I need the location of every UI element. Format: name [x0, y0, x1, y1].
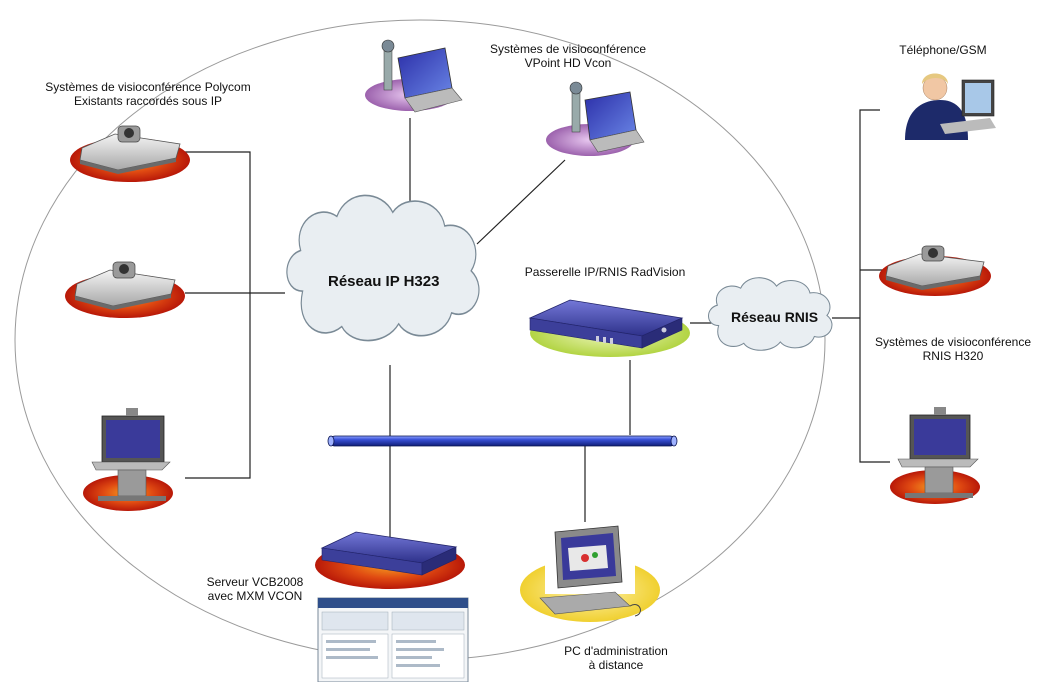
isdn-systems-label-line1: Systèmes de visioconférence: [874, 335, 1032, 349]
ip-network-label: Réseau IP H323: [328, 273, 440, 290]
server-label-line2: avec MXM VCON: [207, 589, 303, 603]
telephone-user-icon: [895, 62, 998, 142]
videoconference-codec-icon: [65, 261, 185, 318]
videoconference-cart-icon: [890, 407, 980, 504]
vpoint-label-line1: Systèmes de visioconférence: [489, 42, 647, 56]
isdn-systems-label-line2: RNIS H320: [922, 349, 984, 363]
server-label-line1: Serveur VCB2008: [206, 575, 304, 589]
desktop-pc-icon: [520, 522, 660, 622]
admin-pc-label: PC d'administration à distance: [546, 644, 686, 672]
vpoint-label-line2: VPoint HD Vcon: [524, 56, 612, 70]
gateway-label: Passerelle IP/RNIS RadVision: [524, 265, 686, 279]
polycom-label-line1: Systèmes de visioconférence Polycom: [45, 80, 251, 94]
telephone-label: Téléphone/GSM: [899, 43, 987, 57]
videoconference-cart-icon: [83, 408, 173, 511]
admin-pc-label-line1: PC d'administration: [564, 644, 668, 658]
ip-backbone: [327, 435, 678, 447]
vpoint-label: Systèmes de visioconférence VPoint HD Vc…: [480, 42, 656, 70]
ip-network-cloud: [286, 194, 480, 342]
server-appliance-icon: [315, 531, 465, 589]
laptop-webcam-icon: [546, 81, 645, 156]
isdn-network-label: Réseau RNIS: [731, 309, 819, 325]
laptop-webcam-icon: [365, 39, 463, 113]
server-label: Serveur VCB2008 avec MXM VCON: [190, 575, 320, 603]
videoconference-codec-icon: [70, 125, 190, 182]
polycom-label: Systèmes de visioconférence Polycom Exis…: [30, 80, 266, 108]
admin-pc-label-line2: à distance: [588, 658, 644, 672]
videoconference-codec-icon: [879, 245, 991, 296]
server-software-screenshot: [317, 597, 469, 682]
gateway-appliance-icon: [528, 299, 690, 357]
polycom-label-line2: Existants raccordés sous IP: [73, 94, 223, 108]
connections: [185, 109, 890, 545]
isdn-systems-label: Systèmes de visioconférence RNIS H320: [865, 335, 1041, 363]
